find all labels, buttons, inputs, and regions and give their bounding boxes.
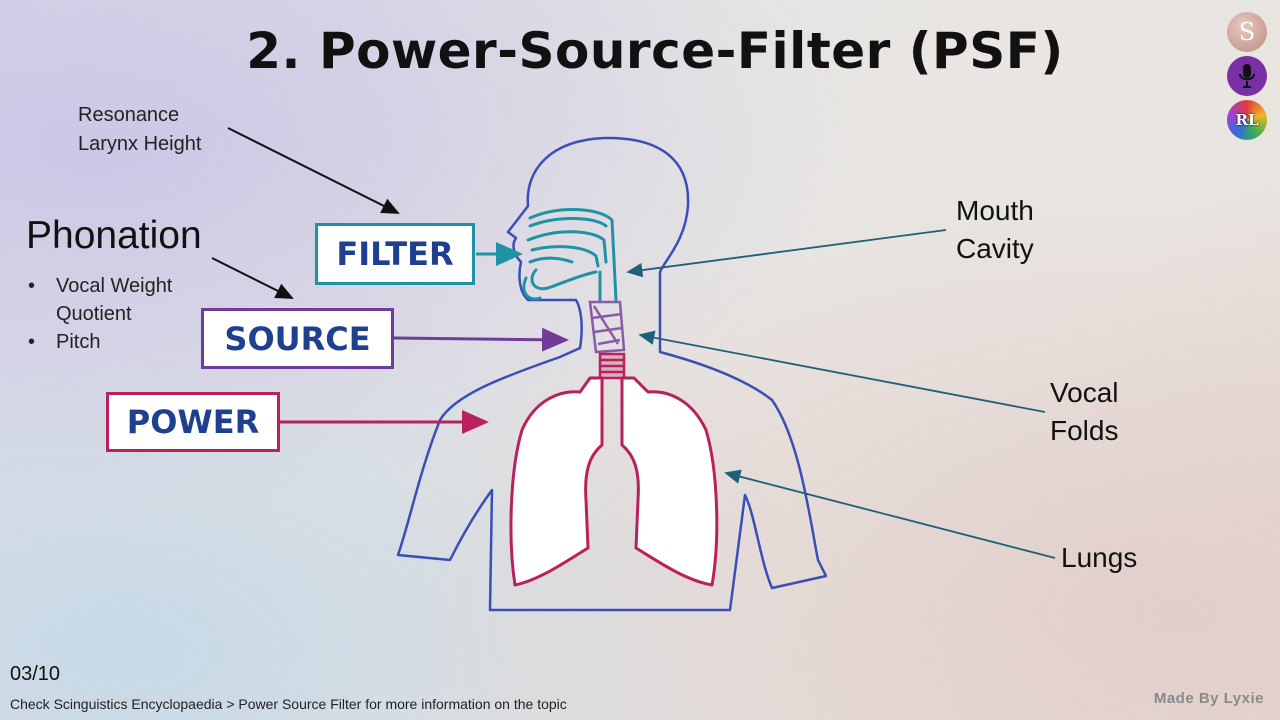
larynx-height-label: Larynx Height: [78, 133, 202, 155]
microphone-glyph: [1239, 64, 1255, 88]
power-box: POWER: [106, 392, 280, 452]
slide-title: 2. Power-Source-Filter (PSF): [246, 22, 1064, 80]
bullet-pitch: Pitch: [26, 328, 172, 356]
vocal-folds-label: Vocal Folds: [1050, 377, 1119, 446]
body-outline: [396, 136, 828, 612]
phonation-bullets: Vocal Weight Quotient Pitch: [26, 272, 172, 356]
larynx: [588, 300, 626, 354]
rl-logo-icon[interactable]: RL: [1227, 100, 1267, 140]
trachea: [598, 352, 626, 380]
right-lung: [620, 376, 719, 587]
footer-note: Check Scinguistics Encyclopaedia > Power…: [10, 696, 567, 712]
phonation-arrow: [211, 257, 294, 299]
bullet-vocal-weight: Vocal Weight Quotient: [26, 272, 172, 328]
left-lung: [509, 376, 604, 587]
microphone-icon[interactable]: [1227, 56, 1267, 96]
mouth-cavity-label: Mouth Cavity: [956, 195, 1034, 264]
source-box: SOURCE: [201, 308, 394, 369]
credit: Made By Lyxie: [1153, 690, 1264, 707]
resonance-label: Resonance: [78, 104, 180, 126]
vocal-tract: [522, 208, 618, 302]
source-arrow: [393, 327, 569, 352]
s-logo-icon[interactable]: S: [1227, 12, 1267, 52]
filter-notes: Resonance Larynx Height: [78, 101, 201, 159]
phonation-heading: Phonation: [26, 214, 202, 257]
mouth-cavity-pointer: [626, 229, 947, 278]
filter-box: FILTER: [315, 223, 475, 285]
vocal-folds-pointer: [638, 330, 1046, 413]
slide-number: 03/10: [10, 663, 61, 685]
resonance-arrow: [227, 127, 400, 214]
lungs-label: Lungs: [1061, 542, 1138, 573]
lungs-pointer: [724, 469, 1056, 559]
